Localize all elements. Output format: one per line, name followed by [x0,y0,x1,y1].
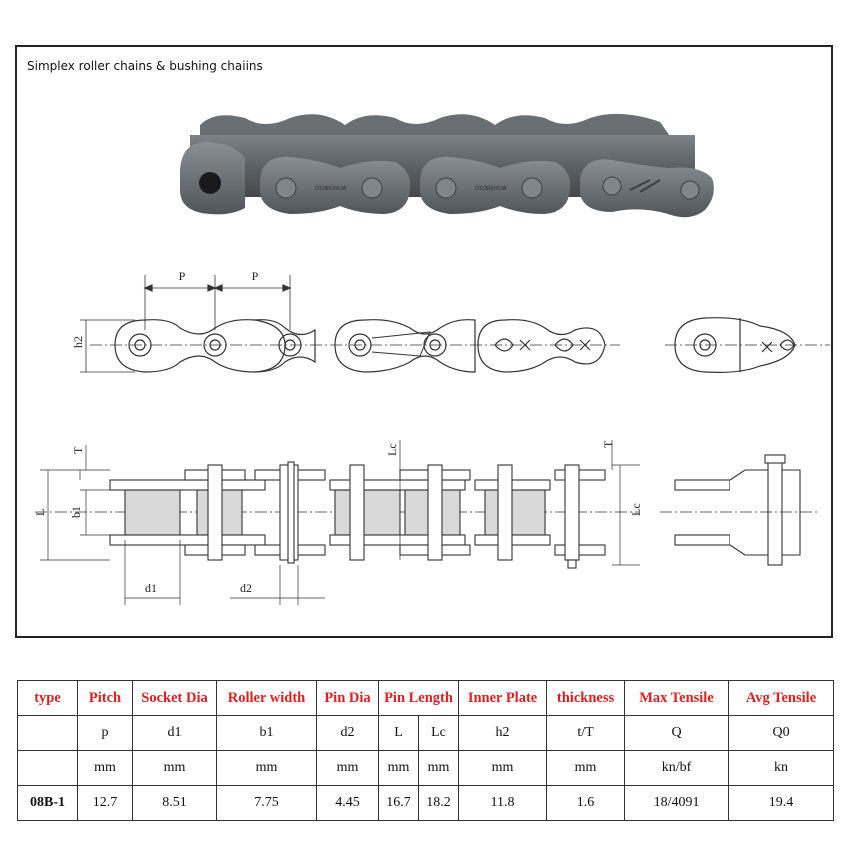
label-h2: h2 [71,336,85,348]
value-cell: 1.6 [546,785,626,821]
top-view [35,440,820,605]
label-lc-top: Lc [385,443,399,456]
label-t-left: T [71,446,85,454]
unit-cell: mm [378,750,419,786]
header-cell: Inner Plate [458,680,548,716]
side-view [80,275,830,373]
unit-cell: mm [132,750,217,786]
symbol-cell [17,715,78,751]
symbol-cell: L [378,715,419,751]
value-cell: 19.4 [728,785,835,821]
unit-cell [17,750,78,786]
unit-cell: mm [417,750,460,786]
value-cell: 18/4091 [624,785,730,821]
table-header-row: type Pitch Socket Dia Roller width Pin D… [17,680,835,716]
label-lc-right: Lc [629,503,643,516]
label-p-right: P [252,269,259,283]
label-b1: b1 [69,506,83,518]
symbol-cell: p [77,715,133,751]
symbol-cell: t/T [546,715,626,751]
header-cell: Pin Dia [316,680,379,716]
header-cell: Socket Dia [132,680,217,716]
label-l: L [33,509,47,516]
chain-drawing: DONGHUA DONGHUA [33,113,830,605]
table-symbol-row: p d1 b1 d2 L Lc h2 t/T Q Q0 [17,715,835,751]
value-cell: 8.51 [132,785,217,821]
symbol-cell: d2 [316,715,379,751]
header-cell: Pin Length [377,680,460,716]
value-cell: 11.8 [458,785,548,821]
value-cell: 16.7 [378,785,419,821]
header-cell: Pitch [77,680,133,716]
unit-cell: mm [316,750,379,786]
header-cell: Avg Tensile [728,680,835,716]
symbol-cell: d1 [132,715,217,751]
unit-cell: kn [728,750,835,786]
unit-cell: mm [216,750,317,786]
value-cell: 7.75 [216,785,317,821]
symbol-cell: Q [624,715,730,751]
header-cell: type [17,680,78,716]
figure-title: Simplex roller chains & bushing chaiins [27,59,263,73]
unit-cell: kn/bf [624,750,730,786]
symbol-cell: Q0 [728,715,835,751]
symbol-cell: b1 [216,715,317,751]
header-cell: thickness [546,680,626,716]
label-t-right: T [601,440,615,448]
value-cell: 08B-1 [17,785,78,821]
table-row: 08B-1 12.7 8.51 7.75 4.45 16.7 18.2 11.8… [17,785,835,821]
symbol-cell: h2 [458,715,548,751]
label-d1: d1 [145,581,157,595]
value-cell: 18.2 [417,785,460,821]
unit-cell: mm [77,750,133,786]
value-cell: 4.45 [316,785,379,821]
symbol-cell: Lc [417,715,460,751]
label-p-left: P [179,269,186,283]
value-cell: 12.7 [77,785,133,821]
chain-photo: DONGHUA DONGHUA [180,113,714,218]
header-cell: Roller width [216,680,317,716]
label-d2: d2 [240,581,252,595]
unit-cell: mm [458,750,548,786]
table-unit-row: mm mm mm mm mm mm mm mm kn/bf kn [17,750,835,786]
unit-cell: mm [546,750,626,786]
header-cell: Max Tensile [624,680,730,716]
svg-text:DONGHUA: DONGHUA [475,185,507,192]
svg-text:DONGHUA: DONGHUA [315,185,347,192]
spec-table: type Pitch Socket Dia Roller width Pin D… [17,680,835,821]
